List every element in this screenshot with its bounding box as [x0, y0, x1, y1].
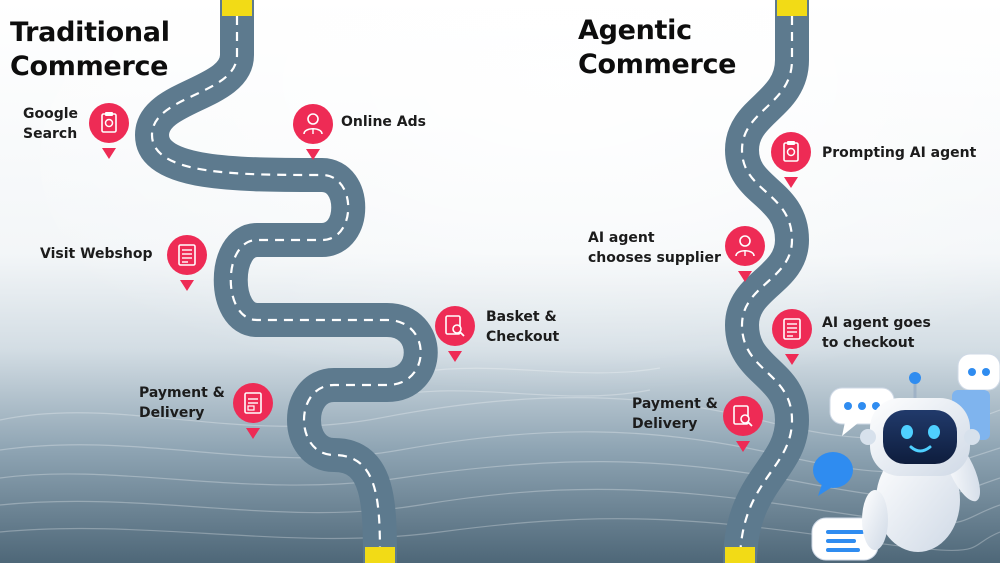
- agentic-road: [723, 0, 809, 563]
- step-label-ai-agent-checkout: AI agent goes to checkout: [822, 313, 931, 353]
- step-label-line: Delivery: [139, 405, 205, 421]
- search-document-icon: [723, 396, 763, 452]
- step-label-line: Payment &: [632, 396, 718, 412]
- pin-ai-agent-chooses-supplier: [724, 225, 766, 283]
- step-label-line: Prompting AI agent: [822, 145, 977, 161]
- step-label-payment-delivery: Payment & Delivery: [139, 383, 225, 423]
- robot: [860, 372, 990, 552]
- pin-google-search: [88, 102, 130, 160]
- step-label-visit-webshop: Visit Webshop: [40, 244, 153, 264]
- step-label-line: AI agent goes: [822, 315, 931, 331]
- pin-ai-agent-checkout: [771, 308, 813, 366]
- title-line: Traditional: [10, 17, 170, 48]
- clipboard-icon: [771, 132, 811, 188]
- list-icon: [772, 309, 812, 365]
- document-icon: [233, 383, 273, 439]
- traditional-title: Traditional Commerce: [10, 16, 170, 84]
- pin-visit-webshop: [166, 234, 208, 292]
- step-label-line: Basket &: [486, 309, 557, 325]
- title-line: Commerce: [578, 49, 737, 80]
- road-start-marker: [777, 0, 807, 16]
- clipboard-icon: [89, 103, 129, 159]
- step-label-google-search: Google Search: [23, 104, 78, 144]
- step-label-line: AI agent: [588, 230, 655, 246]
- list-icon: [167, 235, 207, 291]
- step-label-line: Online Ads: [341, 114, 426, 130]
- agentic-title: Agentic Commerce: [578, 14, 736, 82]
- road-end-marker: [365, 547, 395, 563]
- chat-bubble-icon: [813, 452, 853, 496]
- step-label-line: Search: [23, 126, 78, 142]
- pin-prompting-ai-agent: [770, 131, 812, 189]
- robot-illustration: [811, 353, 1000, 561]
- pin-online-ads: [292, 103, 334, 161]
- step-label-line: Delivery: [632, 416, 698, 432]
- pin-payment-delivery: [232, 382, 274, 440]
- pin-basket-checkout: [434, 305, 476, 363]
- step-label-ai-agent-chooses-supplier: AI agent chooses supplier: [588, 228, 721, 268]
- title-line: Agentic: [578, 15, 692, 46]
- road-end-marker: [725, 547, 755, 563]
- message-bubble-icon: [811, 517, 879, 561]
- step-label-payment-delivery: Payment & Delivery: [632, 394, 718, 434]
- chat-bubble-icon: [957, 353, 1000, 391]
- step-label-line: Payment &: [139, 385, 225, 401]
- step-label-line: to checkout: [822, 335, 915, 351]
- step-label-basket-checkout: Basket & Checkout: [486, 307, 559, 347]
- road-start-marker: [222, 0, 252, 16]
- step-label-line: chooses supplier: [588, 250, 721, 266]
- traditional-road: [135, 0, 438, 563]
- search-document-icon: [435, 306, 475, 362]
- step-label-online-ads: Online Ads: [341, 112, 426, 132]
- pin-payment-delivery-agentic: [722, 395, 764, 453]
- person-icon: [293, 104, 333, 160]
- step-label-line: Visit Webshop: [40, 246, 153, 262]
- step-label-line: Checkout: [486, 329, 560, 345]
- title-line: Commerce: [10, 51, 169, 82]
- step-label-line: Google: [23, 106, 79, 122]
- person-icon: [725, 226, 765, 282]
- step-label-prompting-ai-agent: Prompting AI agent: [822, 143, 976, 163]
